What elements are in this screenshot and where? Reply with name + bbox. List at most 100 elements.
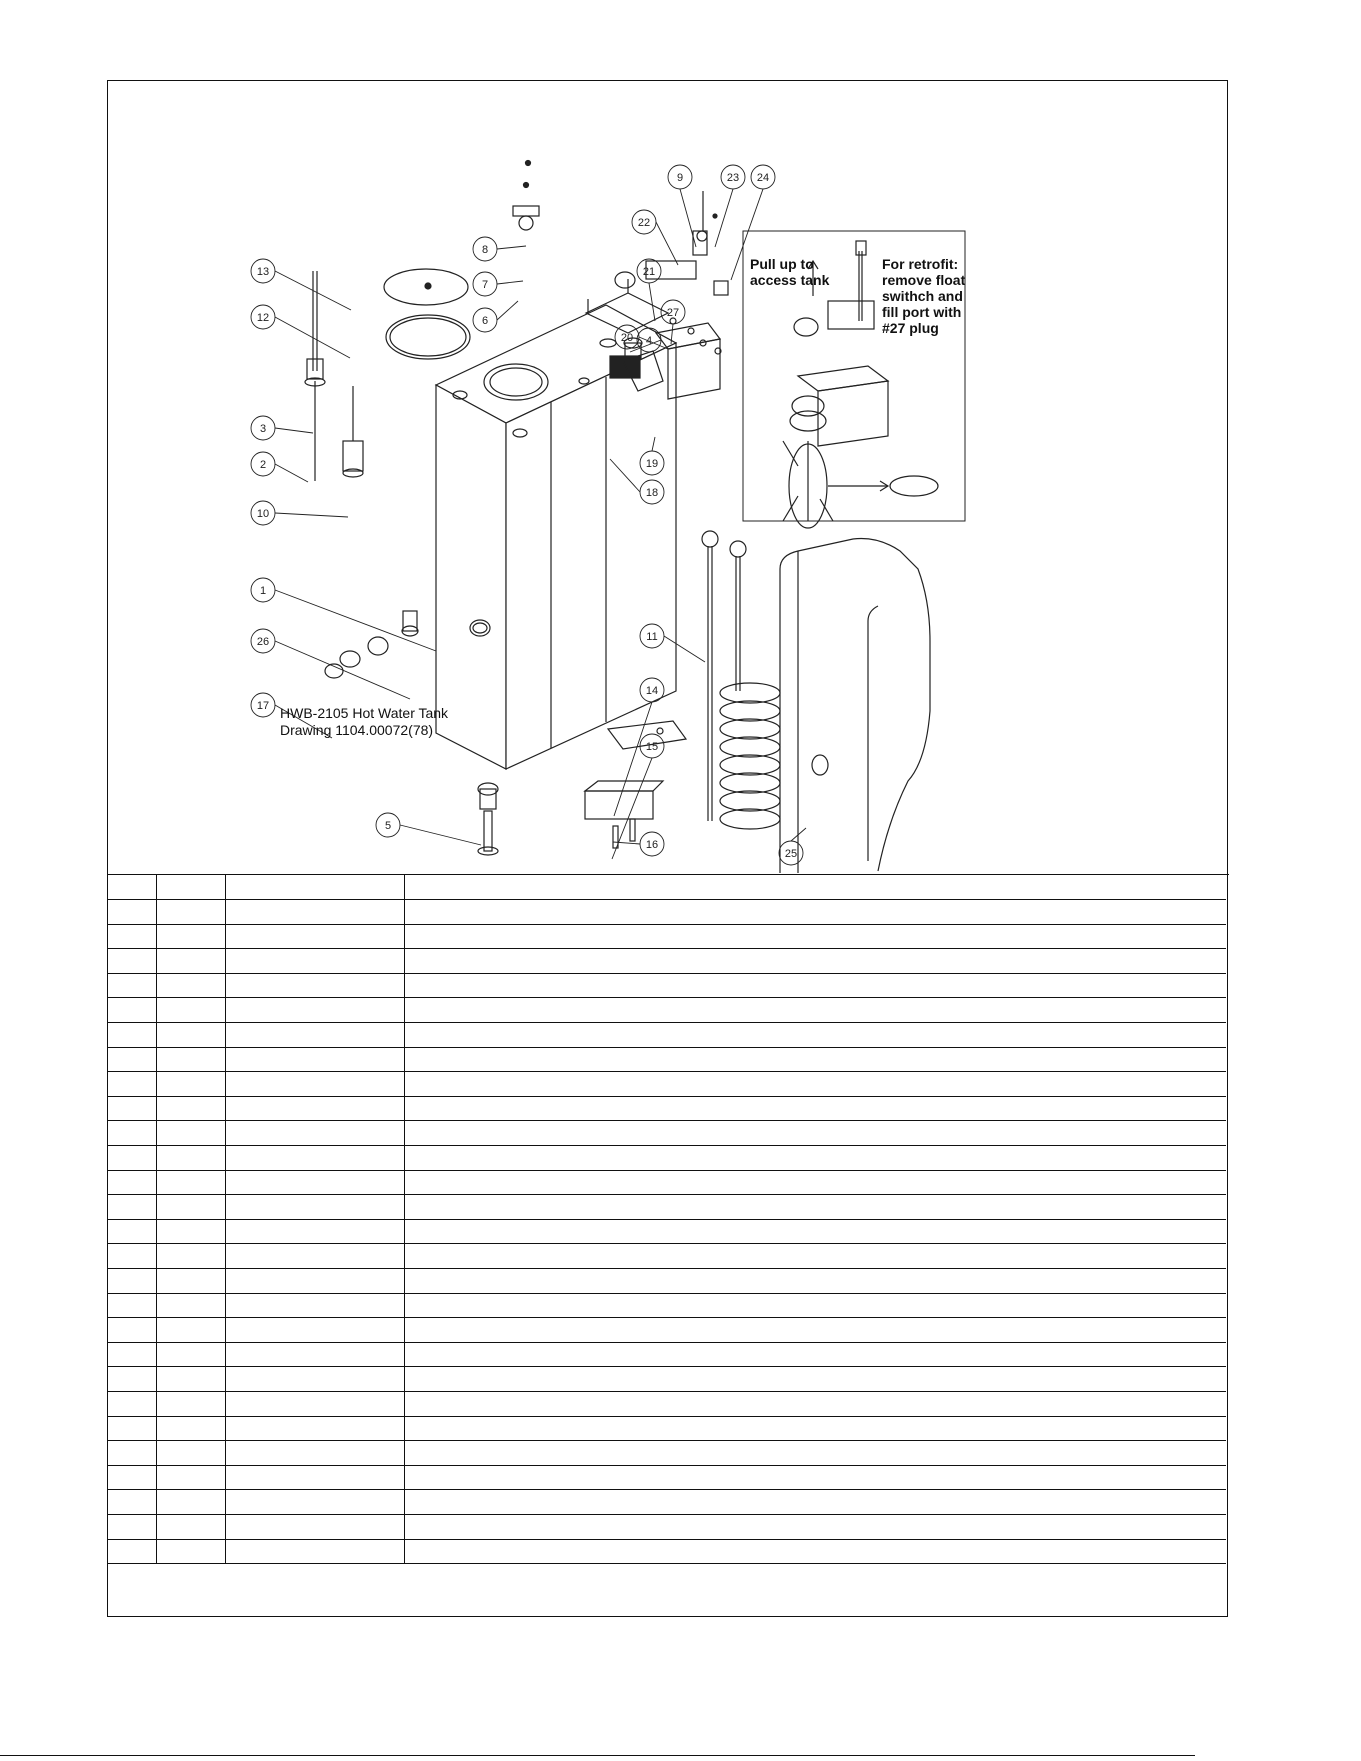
table-cell (225, 1342, 405, 1368)
table-cell (156, 1120, 226, 1147)
table-cell (225, 1416, 405, 1442)
table-cell (404, 924, 1226, 950)
table-cell (225, 1120, 405, 1147)
table-cell (108, 1366, 157, 1392)
table-cell (156, 948, 226, 974)
table-cell (404, 997, 1226, 1024)
table-row (108, 1514, 1226, 1540)
drawing-sheet: 1 2 3 4 5 6 7 8 9 10 11 12 13 14 15 16 1… (107, 80, 1229, 1617)
table-cell (225, 1366, 405, 1392)
table-cell (225, 1514, 405, 1540)
table-cell (225, 875, 405, 901)
table-cell (156, 1145, 226, 1171)
table-row (108, 1293, 1226, 1319)
table-cell (404, 1342, 1226, 1368)
retrofit-note-line4: fill port with (882, 304, 961, 320)
table-cell (108, 1170, 157, 1196)
table-cell (404, 1514, 1226, 1540)
table-cell (225, 948, 405, 974)
table-cell (404, 1096, 1226, 1122)
table-cell (108, 875, 157, 901)
table-cell (108, 1194, 157, 1220)
table-cell (108, 1219, 157, 1245)
table-cell (156, 1243, 226, 1269)
table-cell (156, 1366, 226, 1392)
table-cell (404, 1489, 1226, 1515)
table-cell (156, 1465, 226, 1491)
table-cell (156, 875, 226, 901)
table-cell (225, 1293, 405, 1319)
table-cell (108, 997, 157, 1024)
table-row (108, 973, 1226, 999)
callout-22: 22 (638, 217, 650, 229)
table-row (108, 1268, 1226, 1294)
table-row (108, 1219, 1226, 1245)
table-row (108, 948, 1226, 974)
table-cell (156, 1440, 226, 1466)
table-row (108, 1243, 1226, 1269)
table-cell (156, 1071, 226, 1097)
callout-6: 6 (482, 315, 488, 327)
table-cell (108, 899, 157, 925)
table-cell (156, 899, 226, 925)
table-row (108, 1489, 1226, 1515)
table-cell (108, 1391, 157, 1417)
callout-2: 2 (260, 459, 266, 471)
table-cell (404, 1416, 1226, 1442)
table-cell (108, 948, 157, 974)
table-cell (225, 1539, 405, 1565)
table-cell (108, 1096, 157, 1122)
pull-up-note-line1: Pull up to (750, 256, 814, 272)
table-cell (108, 1145, 157, 1171)
callout-1: 1 (260, 585, 266, 597)
callout-12: 12 (257, 312, 269, 324)
retrofit-note-line1: For retrofit: (882, 256, 958, 272)
table-cell (108, 924, 157, 950)
table-row (108, 1120, 1226, 1147)
table-cell (108, 1514, 157, 1540)
callout-27: 27 (667, 307, 679, 319)
table-cell (156, 1194, 226, 1220)
table-row (108, 1342, 1226, 1368)
table-cell (225, 1219, 405, 1245)
table-cell (108, 1071, 157, 1097)
table-cell (108, 1317, 157, 1343)
retrofit-note-line3: swithch and (882, 288, 963, 304)
table-cell (404, 948, 1226, 974)
table-cell (108, 1268, 157, 1294)
table-cell (108, 1243, 157, 1269)
callout-19: 19 (646, 458, 658, 470)
table-cell (156, 1047, 226, 1073)
table-cell (156, 1514, 226, 1540)
table-cell (225, 1194, 405, 1220)
table-cell (225, 1268, 405, 1294)
table-cell (108, 973, 157, 999)
table-row (108, 1170, 1226, 1196)
table-cell (404, 1366, 1226, 1392)
table-cell (156, 1170, 226, 1196)
table-cell (404, 1022, 1226, 1048)
table-cell (225, 1243, 405, 1269)
table-cell (156, 1342, 226, 1368)
table-cell (404, 899, 1226, 925)
pull-up-note-line2: access tank (750, 272, 830, 288)
callout-24: 24 (757, 172, 769, 184)
table-cell (108, 1293, 157, 1319)
table-row (108, 1022, 1226, 1048)
table-cell (108, 1489, 157, 1515)
table-row (108, 924, 1226, 950)
tank-body (434, 304, 678, 770)
table-cell (156, 1096, 226, 1122)
table-row (108, 1317, 1226, 1343)
table-cell (225, 1145, 405, 1171)
table-cell (404, 973, 1226, 999)
table-row (108, 875, 1226, 901)
callout-11: 11 (646, 631, 657, 643)
callout-18: 18 (646, 487, 658, 499)
callout-21: 21 (643, 266, 655, 278)
table-cell (156, 1219, 226, 1245)
table-cell (404, 1145, 1226, 1171)
table-cell (225, 1489, 405, 1515)
callout-3: 3 (260, 423, 266, 435)
table-cell (404, 1194, 1226, 1220)
